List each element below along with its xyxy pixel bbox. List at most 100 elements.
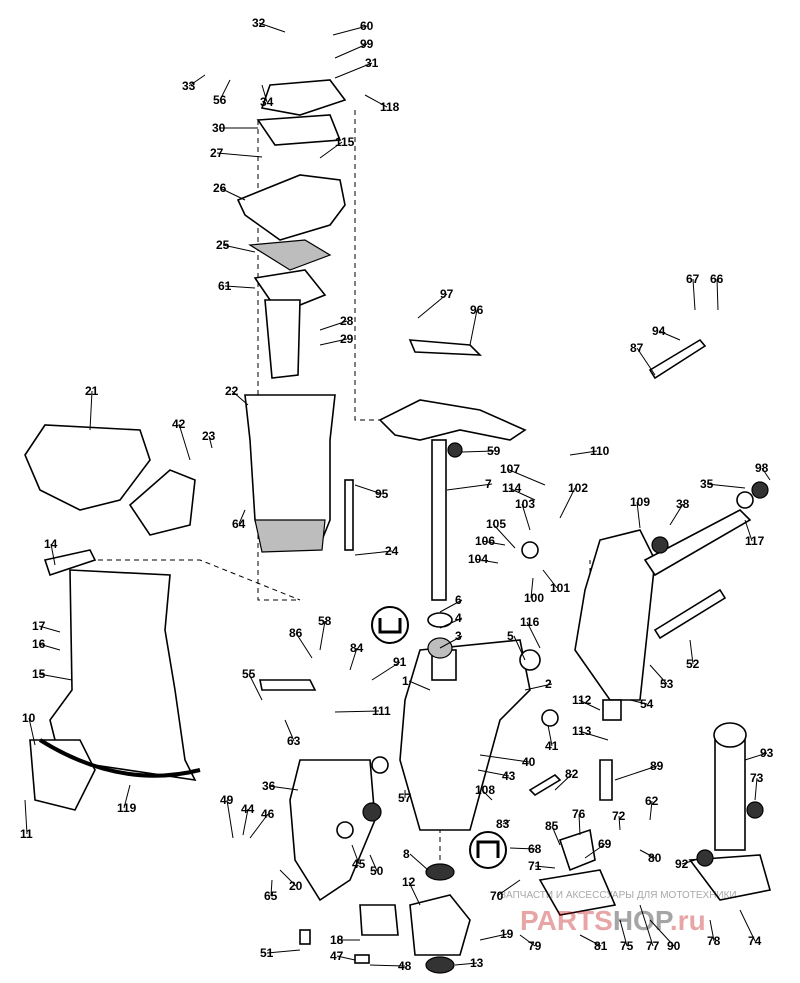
callout-leader-44 [242, 808, 249, 836]
callout-leader-110 [569, 450, 598, 456]
callout-leader-83 [502, 819, 511, 825]
callout-leader-103 [521, 503, 531, 531]
callout-12: 12 [402, 875, 416, 889]
callout-111: 111 [372, 704, 391, 718]
callout-leader-119 [123, 784, 131, 809]
callout-leader-3 [439, 635, 463, 649]
callout-78: 78 [707, 934, 721, 948]
callout-99: 99 [360, 37, 374, 51]
callout-leader-109 [636, 501, 641, 529]
callout-95: 95 [375, 487, 389, 501]
callout-leader-69 [584, 843, 606, 859]
callout-leader-54 [629, 699, 648, 705]
callout-leader-2 [524, 683, 553, 691]
callout-leader-46 [249, 813, 269, 839]
callout-leader-100 [530, 577, 534, 599]
callout-17: 17 [32, 619, 46, 633]
callout-13: 13 [470, 956, 484, 970]
lower-assembly [359, 863, 617, 974]
callout-leader-70 [496, 879, 521, 897]
callout-112: 112 [572, 693, 592, 707]
callout-10: 10 [22, 711, 36, 725]
callout-leader-19 [479, 933, 508, 941]
callout-leader-7 [446, 483, 493, 491]
callout-66: 66 [710, 272, 724, 286]
callout-leader-16 [38, 643, 61, 651]
callout-60: 60 [360, 19, 374, 33]
callout-leader-80 [639, 849, 656, 859]
callout-leader-116 [526, 621, 541, 649]
callout-leader-73 [754, 777, 758, 801]
callout-15: 15 [32, 667, 46, 681]
callout-63: 63 [287, 734, 301, 748]
lower-cover [24, 424, 196, 536]
callout-leader-36 [268, 785, 299, 791]
callout-leader-55 [248, 673, 263, 701]
callout-90: 90 [667, 939, 681, 953]
callout-leader-64 [238, 509, 246, 525]
callout-leader-15 [38, 673, 73, 681]
callout-leader-56 [219, 79, 231, 101]
callout-leader-53 [649, 664, 668, 685]
callout-80: 80 [648, 851, 662, 865]
callout-94: 94 [652, 324, 666, 338]
callout-100: 100 [524, 591, 544, 605]
callout-110: 110 [590, 444, 610, 458]
callout-leader-107 [506, 468, 546, 486]
callout-leader-6 [439, 599, 463, 613]
callout-leader-4 [439, 617, 463, 629]
callout-86: 86 [289, 626, 303, 640]
steering-shaft [378, 399, 527, 601]
callout-61: 61 [218, 279, 232, 293]
exhaust-housing [244, 394, 336, 553]
callout-leader-86 [295, 632, 313, 659]
callout-leader-42 [178, 423, 191, 461]
callout-leader-98 [761, 467, 771, 481]
swivel-bracket [399, 639, 531, 831]
callout-leader-105 [492, 523, 516, 549]
tilt-cylinder [688, 722, 772, 901]
callout-87: 87 [630, 341, 644, 355]
callout-36: 36 [262, 779, 276, 793]
callout-leader-99 [334, 43, 368, 59]
callout-67: 67 [686, 272, 700, 286]
callout-30: 30 [212, 121, 226, 135]
callout-leader-112 [578, 699, 601, 711]
callout-47: 47 [330, 949, 344, 963]
callout-74: 74 [748, 934, 762, 948]
callout-20: 20 [289, 879, 303, 893]
callout-29: 29 [340, 332, 354, 346]
callout-leader-34 [261, 84, 268, 103]
callout-85: 85 [545, 819, 559, 833]
callout-81: 81 [594, 939, 608, 953]
callout-23: 23 [202, 429, 216, 443]
callout-119: 119 [117, 801, 137, 815]
callout-77: 77 [646, 939, 660, 953]
callout-leader-45 [351, 844, 360, 865]
callout-65: 65 [264, 889, 278, 903]
callout-32: 32 [252, 16, 266, 30]
callout-33: 33 [182, 79, 196, 93]
callout-leader-117 [744, 519, 753, 542]
callout-leader-51 [266, 949, 301, 954]
callout-105: 105 [486, 517, 506, 531]
callout-113: 113 [572, 724, 592, 738]
callout-leader-111 [334, 710, 380, 713]
watermark-brand-b: HOP [613, 905, 673, 936]
callout-leader-17 [38, 625, 61, 633]
callout-82: 82 [565, 767, 579, 781]
callout-89: 89 [650, 759, 664, 773]
callout-leader-78 [709, 919, 715, 942]
callout-79: 79 [528, 939, 542, 953]
callout-leader-43 [477, 769, 510, 777]
callout-68: 68 [528, 842, 542, 856]
callout-leader-62 [649, 800, 653, 821]
callout-leader-50 [369, 854, 378, 872]
callout-49: 49 [220, 793, 234, 807]
callout-leader-89 [614, 765, 658, 781]
callout-leader-91 [371, 661, 401, 681]
callout-leader-35 [706, 483, 746, 489]
callout-leader-114 [508, 487, 536, 501]
callout-leader-113 [578, 730, 609, 741]
callout-21: 21 [85, 384, 99, 398]
